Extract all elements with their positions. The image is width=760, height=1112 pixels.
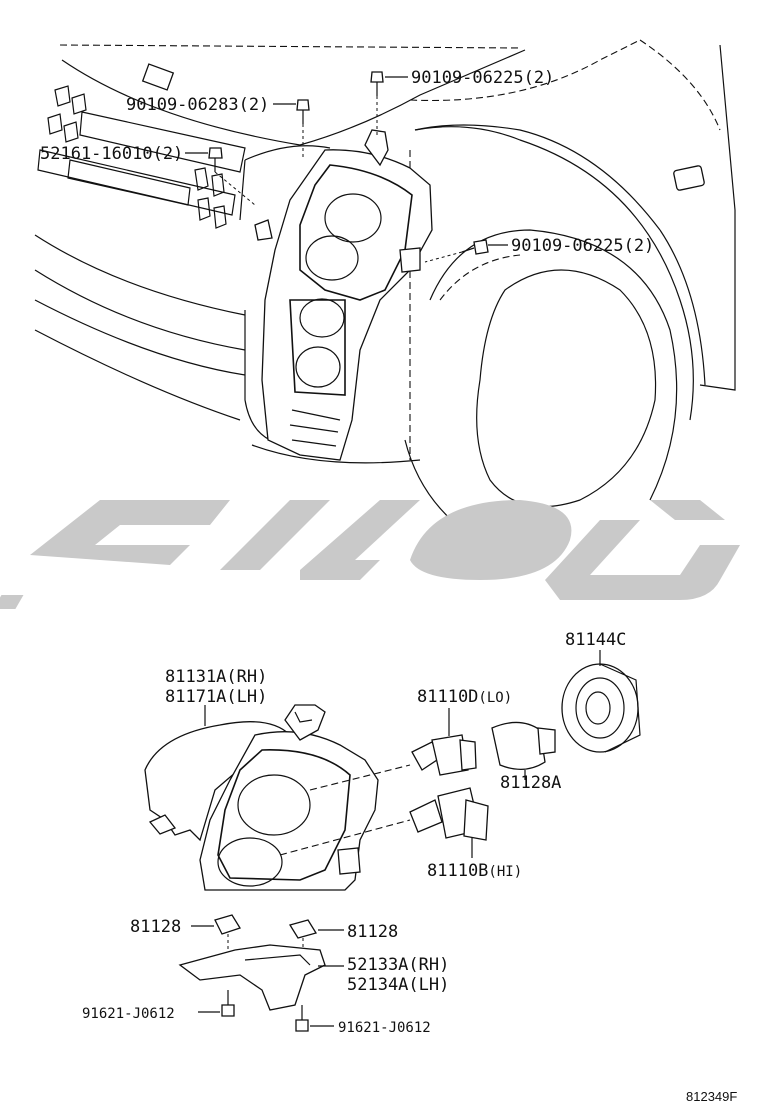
bulb-hi-part: 81110B bbox=[427, 861, 488, 881]
headlamp-assembly bbox=[144, 704, 411, 891]
vehicle-front-corner bbox=[34, 39, 736, 536]
callout-bolt-top-right: 90109-06225(2) bbox=[411, 68, 554, 88]
callout-headlamp-lh: 81171A(LH) bbox=[165, 687, 267, 707]
callout-clip-left: 52161-16010(2) bbox=[40, 144, 183, 164]
callout-socket: 81128A bbox=[500, 773, 561, 793]
grille-slots bbox=[37, 85, 246, 229]
nut-left-icon bbox=[191, 914, 241, 960]
bulb-lo-suffix: (LO) bbox=[478, 690, 512, 706]
bolt-mid-icon bbox=[424, 239, 489, 263]
callout-bracket-lh: 52134A(LH) bbox=[347, 975, 449, 995]
bolt-top-icon bbox=[370, 71, 384, 135]
callout-nut-right: 81128 bbox=[347, 922, 398, 942]
cover-icon bbox=[561, 650, 641, 753]
callout-nut-left: 81128 bbox=[130, 917, 181, 937]
bracket-icon bbox=[178, 944, 344, 1011]
socket-icon bbox=[491, 721, 556, 780]
callout-headlamp-rh: 81131A(RH) bbox=[165, 667, 267, 687]
callout-bracket-rh: 52133A(RH) bbox=[347, 955, 449, 975]
callout-cover: 81144C bbox=[565, 630, 626, 650]
callout-bulb-hi: 81110B(HI) bbox=[427, 861, 522, 881]
callout-bulb-lo: 81110D(LO) bbox=[417, 687, 512, 707]
clip-icon bbox=[208, 147, 256, 206]
callout-bolt-mid-right: 90109-06225(2) bbox=[511, 236, 654, 256]
bulb-lo-part: 81110D bbox=[417, 687, 478, 707]
headlamp-installed bbox=[239, 129, 433, 461]
bulb-hi-icon bbox=[409, 787, 489, 858]
callout-screw-left: 91621-J0612 bbox=[82, 1006, 175, 1022]
bolt-left-icon bbox=[296, 99, 310, 160]
watermark-logo bbox=[0, 500, 740, 609]
callout-screw-right: 91621-J0612 bbox=[338, 1020, 431, 1036]
screw-left-icon bbox=[198, 990, 235, 1017]
diagram-code: 812349F bbox=[686, 1089, 737, 1104]
screw-right-icon bbox=[295, 1005, 334, 1032]
bulb-hi-suffix: (HI) bbox=[488, 864, 522, 880]
bulb-lo-icon bbox=[411, 708, 477, 776]
callout-bolt-top-left: 90109-06283(2) bbox=[126, 95, 269, 115]
